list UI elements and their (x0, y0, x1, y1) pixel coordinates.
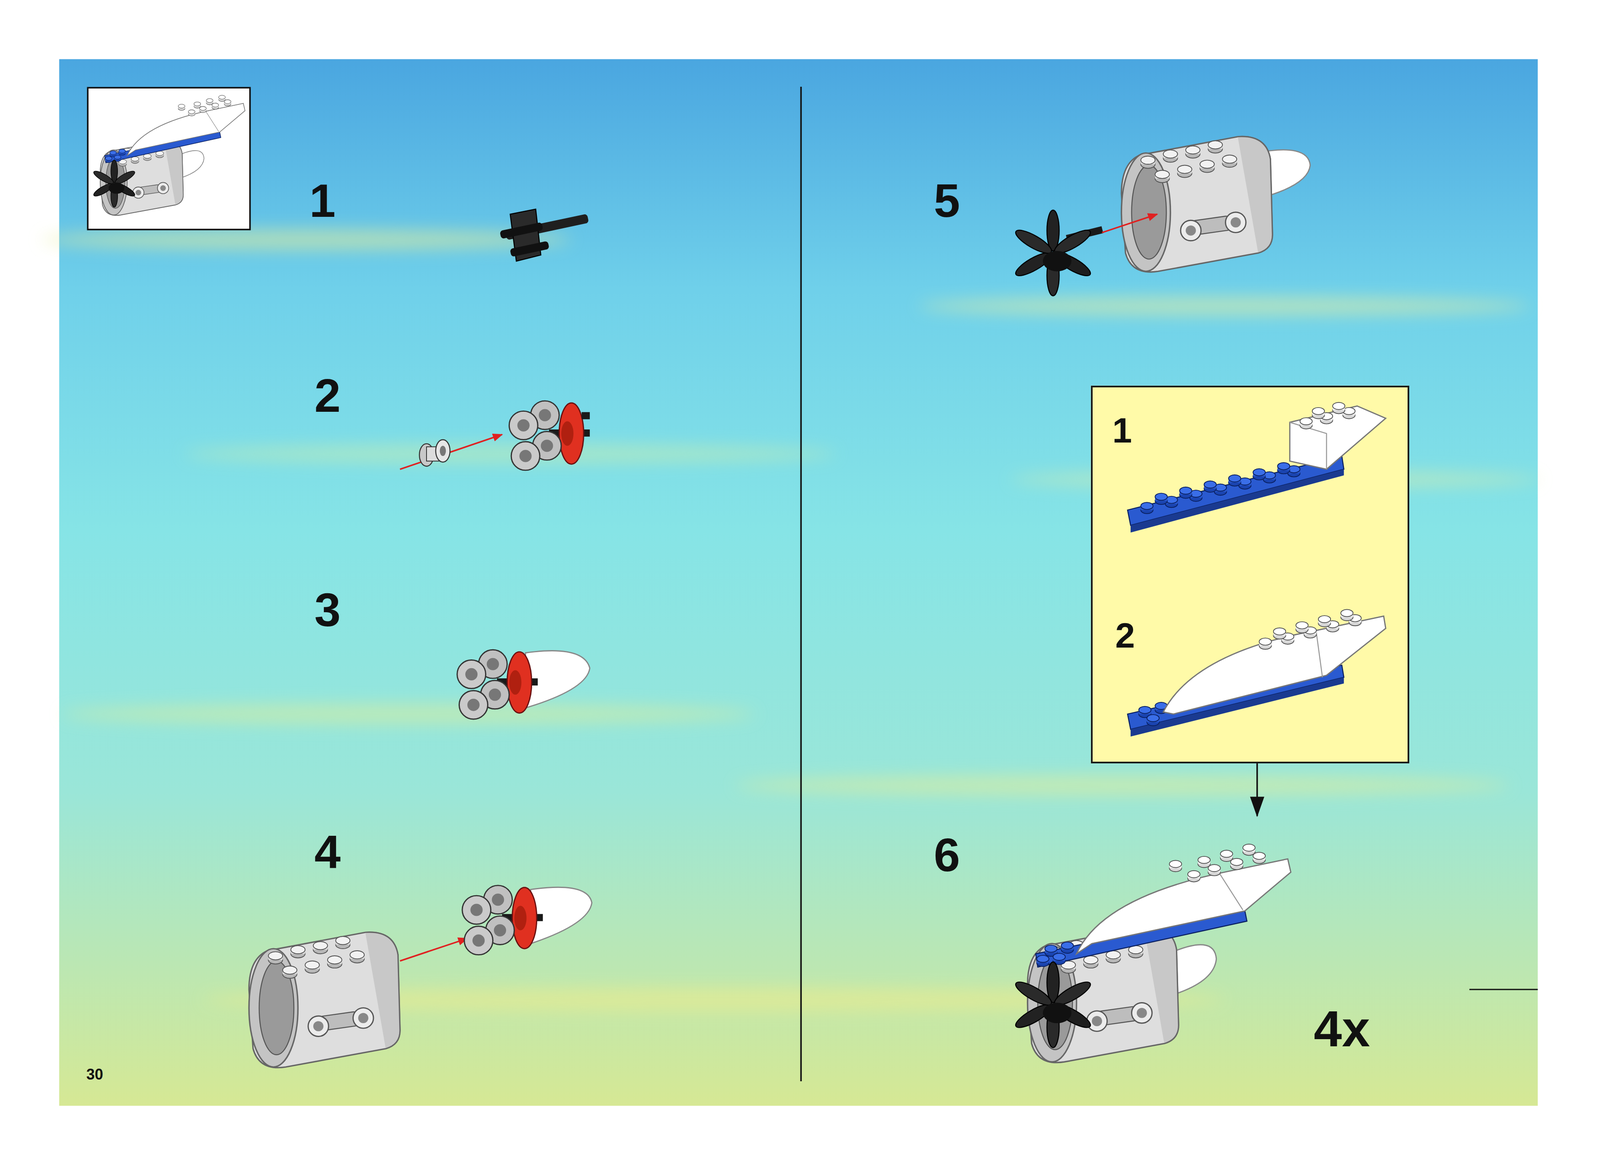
step-number: 1 (1112, 412, 1133, 448)
quantity-label: 4x (1313, 1003, 1370, 1054)
step-number: 5 (933, 177, 960, 225)
step-number: 4 (314, 828, 341, 876)
step-number: 6 (933, 831, 960, 879)
step-number: 3 (314, 586, 341, 634)
page-number: 30 (86, 1066, 104, 1083)
step-number: 2 (1115, 617, 1136, 654)
step-number: 1 (309, 177, 336, 225)
sub-assembly-box: 12 (1090, 385, 1410, 764)
step-number: 2 (314, 372, 341, 420)
